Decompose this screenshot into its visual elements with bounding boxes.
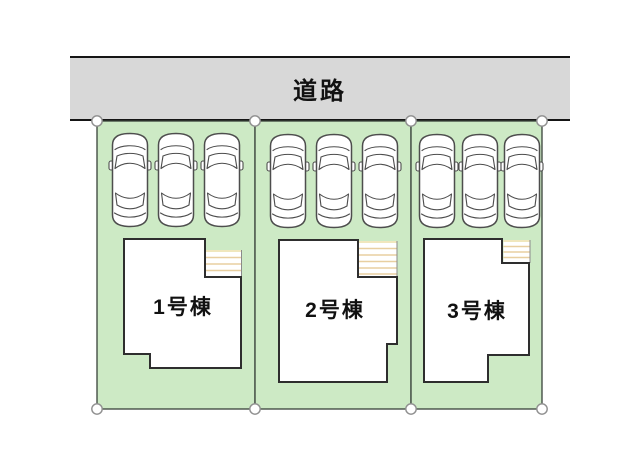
car-icon — [108, 132, 152, 228]
car-icon — [500, 133, 544, 229]
house-2-label: 2号棟 — [305, 299, 365, 322]
house-2-footprint[interactable] — [278, 239, 398, 383]
car-icon — [154, 132, 198, 228]
vertex-handle[interactable] — [536, 115, 548, 127]
house-1-label: 1号棟 — [153, 296, 213, 319]
vertex-handle[interactable] — [536, 403, 548, 415]
house-3-steps — [503, 240, 531, 263]
house-3-footprint[interactable] — [423, 238, 530, 383]
house-2-steps — [358, 241, 398, 277]
car-icon — [200, 132, 244, 228]
vertex-handle[interactable] — [405, 403, 417, 415]
vertex-handle[interactable] — [249, 403, 261, 415]
vertex-handle[interactable] — [91, 115, 103, 127]
car-icon — [415, 133, 459, 229]
car-icon — [458, 133, 502, 229]
road-area: 道路 — [70, 56, 570, 121]
house-1-steps — [205, 250, 242, 277]
house-1-footprint[interactable] — [123, 238, 242, 369]
house-3-label: 3号棟 — [447, 300, 507, 323]
road-label: 道路 — [293, 78, 347, 105]
car-icon — [358, 133, 402, 229]
vertex-handle[interactable] — [91, 403, 103, 415]
car-icon — [266, 133, 310, 229]
vertex-handle[interactable] — [405, 115, 417, 127]
vertex-handle[interactable] — [249, 115, 261, 127]
car-icon — [312, 133, 356, 229]
